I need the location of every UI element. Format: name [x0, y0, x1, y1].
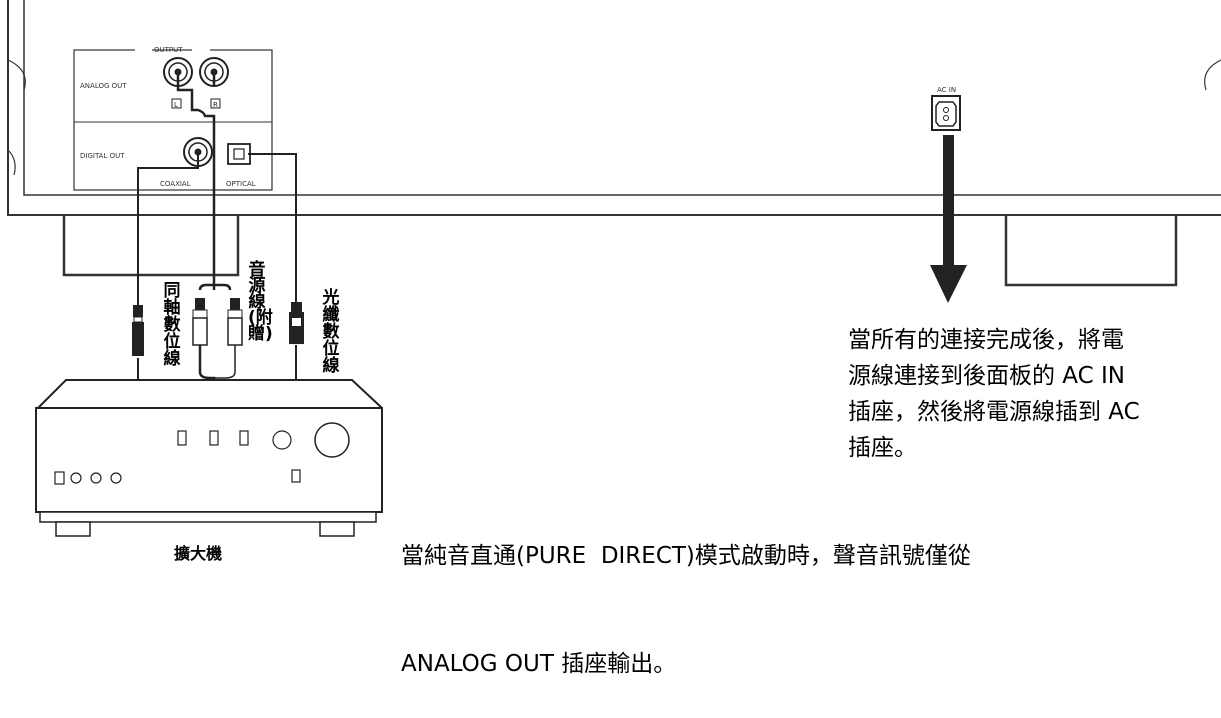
audio-plugs — [192, 298, 243, 346]
power-note-line: 當所有的連接完成後，將電 — [848, 327, 1124, 353]
audio-cable-label: 音源線(附贈) — [248, 260, 273, 344]
pure-direct-note-line: 當純音直通(PURE DIRECT)模式啟動時，聲音訊號僅從 — [401, 543, 971, 569]
power-note-line: 插座。 — [848, 435, 917, 461]
analog-out-label: ANALOG OUT — [80, 82, 127, 90]
output-group-label: OUTPUT — [154, 46, 183, 54]
power-note-line: 源線連接到後面板的 AC IN — [848, 363, 1125, 389]
coaxial-plug — [132, 305, 144, 356]
ac-in-label: AC IN — [937, 86, 956, 94]
svg-text:R: R — [213, 101, 218, 109]
optical-cable-label: 光纖數位線 — [322, 288, 340, 376]
pure-direct-note: 當純音直通(PURE DIRECT)模式啟動時，聲音訊號僅從 ANALOG OU… — [401, 466, 1101, 718]
audio-cable — [176, 72, 236, 408]
power-note-line: 插座，然後將電源線插到 AC — [848, 399, 1140, 425]
output-panel — [73, 48, 273, 191]
ac-in-socket — [931, 95, 961, 131]
coaxial-label: COAXIAL — [160, 180, 191, 188]
device-rear-panel — [7, 0, 1221, 287]
power-cable-arrow — [930, 135, 967, 303]
power-connection-note: 當所有的連接完成後，將電 源線連接到後面板的 AC IN 插座，然後將電源線插到… — [848, 322, 1218, 466]
analog-out-jacks: L R — [163, 57, 229, 109]
optical-jack — [227, 143, 251, 165]
amplifier-label: 擴大機 — [174, 544, 223, 563]
digital-out-label: DIGITAL OUT — [80, 152, 125, 160]
svg-text:L: L — [174, 101, 178, 109]
coaxial-cable-label: 同軸數位線 — [163, 281, 181, 369]
amplifier — [35, 379, 383, 537]
optical-label: OPTICAL — [226, 180, 256, 188]
connection-diagram: OUTPUT ANALOG OUT DIGITAL OUT COAXIAL OP… — [7, 0, 1221, 677]
optical-plug — [289, 302, 304, 344]
pure-direct-note-line: ANALOG OUT 插座輸出。 — [401, 651, 677, 677]
